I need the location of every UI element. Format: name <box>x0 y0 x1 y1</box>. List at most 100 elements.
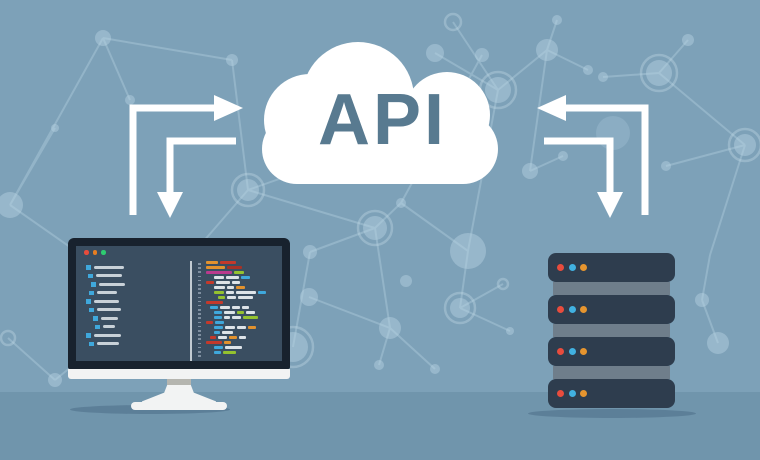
code-token-gray <box>224 315 230 320</box>
code-token-orange <box>248 325 256 329</box>
code-line <box>206 340 280 344</box>
tree-item-icon <box>88 273 93 278</box>
tree-item-icon <box>95 324 100 329</box>
right-arrowhead-icon <box>214 95 243 121</box>
code-line <box>206 261 280 265</box>
code-token-gray <box>218 335 227 339</box>
code-token-gray <box>227 295 236 300</box>
code-token-red <box>206 340 222 344</box>
line-number-tick <box>198 271 201 273</box>
down-arrowhead-icon <box>157 192 183 218</box>
monitor-stand-base <box>131 402 227 410</box>
code-line <box>206 350 280 354</box>
code-token-gray <box>226 290 234 295</box>
code-token-blue <box>214 325 223 329</box>
code-token-blue <box>210 305 218 310</box>
file-tree <box>86 265 156 346</box>
code-token-green <box>243 315 258 320</box>
api-label: API <box>317 80 448 160</box>
monitor-neck-strip <box>167 379 191 385</box>
code-token-gray <box>222 330 233 334</box>
code-token-gray <box>238 295 253 300</box>
line-number-tick <box>198 350 201 353</box>
code-token-orange <box>206 261 218 265</box>
server-led-icon <box>568 264 576 271</box>
line-number-tick <box>198 346 201 349</box>
code-line <box>206 345 280 349</box>
code-line <box>206 305 280 310</box>
code-token-blue <box>214 310 222 315</box>
code-line <box>206 300 280 305</box>
tree-item-icon <box>89 307 94 312</box>
api-cloud: API <box>260 40 505 190</box>
code-line <box>206 295 280 300</box>
code-token-gray <box>242 305 249 310</box>
editor-window-dots <box>84 250 106 255</box>
server-connector <box>553 366 670 379</box>
api-to-client-arrow-line <box>166 137 236 194</box>
server-led-icon <box>568 390 576 397</box>
code-line <box>206 275 280 280</box>
tree-row <box>86 273 156 278</box>
code-token-magenta <box>206 270 232 275</box>
code-token-blue <box>214 330 220 334</box>
tree-item-icon <box>86 265 91 270</box>
tree-row <box>86 333 156 338</box>
code-line <box>206 315 280 320</box>
tree-item-label-bar <box>93 333 121 337</box>
code-line <box>206 270 280 275</box>
api-to-server-arrow-line <box>544 137 614 194</box>
tree-item-label-bar <box>96 291 117 295</box>
line-number-tick <box>198 304 201 307</box>
tree-item-icon <box>89 341 94 346</box>
line-number-tick <box>198 330 201 332</box>
code-token-orange <box>206 265 225 270</box>
desktop-monitor <box>68 238 290 420</box>
code-token-orange <box>236 285 245 290</box>
line-number-tick <box>198 325 201 328</box>
code-token-red <box>206 280 214 285</box>
code-token-gray <box>225 345 242 349</box>
server-leds <box>557 348 587 355</box>
code-token-green <box>223 350 236 354</box>
tree-item-icon <box>86 299 91 304</box>
line-number-tick <box>198 267 201 269</box>
server-led-icon <box>557 348 564 355</box>
code-area <box>206 261 280 354</box>
tree-item-icon <box>86 333 91 338</box>
code-token-blue <box>214 350 221 354</box>
server-leds <box>557 264 587 271</box>
code-token-gray <box>232 280 240 285</box>
window-dot-icon <box>101 250 106 255</box>
server-connector <box>553 324 670 337</box>
left-arrowhead-icon <box>537 95 566 121</box>
code-token-orange <box>224 340 231 344</box>
tree-item-label-bar <box>96 342 119 346</box>
line-number-tick <box>198 263 201 265</box>
code-token-gray <box>226 275 239 280</box>
line-number-tick <box>198 288 201 290</box>
code-line <box>206 285 280 290</box>
line-number-tick <box>198 317 201 320</box>
tree-item-icon <box>91 282 96 287</box>
code-token-green <box>237 310 244 315</box>
line-number-tick <box>198 275 201 278</box>
code-token-gray <box>216 280 230 285</box>
tree-row <box>86 290 156 295</box>
server-unit <box>548 253 675 282</box>
server-led-icon <box>557 264 564 271</box>
code-token-gray <box>224 310 235 315</box>
code-line <box>206 335 280 339</box>
line-number-tick <box>198 309 201 311</box>
code-line <box>206 310 280 315</box>
code-line <box>206 290 280 295</box>
code-token-darkred <box>227 265 242 270</box>
line-number-tick <box>198 283 201 286</box>
tree-item-label-bar <box>98 282 125 286</box>
tree-item-label-bar <box>95 274 122 278</box>
server-led-icon <box>580 264 587 271</box>
server-led-icon <box>568 348 576 355</box>
server-led-icon <box>580 306 587 313</box>
